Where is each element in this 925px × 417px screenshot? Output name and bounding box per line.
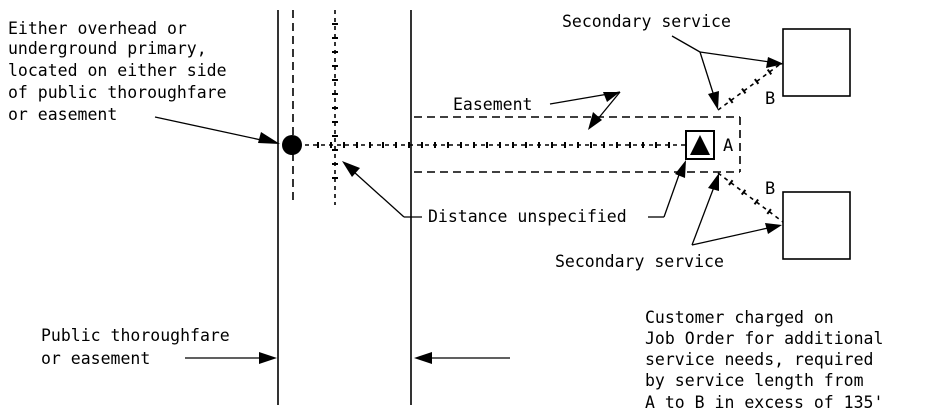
point-b-top-label: B bbox=[765, 89, 775, 109]
tick-mark bbox=[753, 198, 759, 205]
secondary-service-top-label: Secondary service bbox=[562, 12, 731, 31]
primary-label-line: underground primary, bbox=[8, 39, 207, 58]
tick-mark bbox=[766, 68, 773, 75]
tick-mark bbox=[766, 208, 772, 215]
service-line bbox=[305, 142, 686, 148]
customer-building-top bbox=[782, 28, 851, 97]
thoroughfare-arrows bbox=[185, 352, 510, 364]
secondary-top-leaders bbox=[671, 35, 784, 110]
primary-label: Either overhead or underground primary, … bbox=[8, 19, 227, 124]
tick-mark bbox=[728, 97, 734, 104]
primary-leader-arrow bbox=[154, 116, 280, 144]
easement-leader-arrows bbox=[549, 91, 621, 130]
customer-note-line: Job Order for additional bbox=[645, 329, 883, 348]
primary-label-line: of public thoroughfare bbox=[8, 83, 227, 102]
primary-label-line: Either overhead or bbox=[8, 19, 187, 38]
thoroughfare-label: Public thoroughfare or easement bbox=[41, 326, 230, 368]
easement-label: Easement bbox=[453, 95, 532, 114]
primary-label-line: located on either side bbox=[8, 61, 227, 80]
dotted-vertical-line bbox=[332, 10, 338, 205]
tick-mark bbox=[728, 179, 734, 186]
secondary-line-top bbox=[717, 61, 784, 111]
customer-building-bottom bbox=[782, 191, 851, 260]
thoroughfare-label-line: Public thoroughfare bbox=[41, 326, 230, 345]
secondary-service-bottom-label: Secondary service bbox=[555, 252, 724, 271]
point-b-bottom-label: B bbox=[765, 179, 775, 199]
thoroughfare-label-line: or easement bbox=[41, 349, 150, 368]
distance-unspecified-label: Distance unspecified bbox=[428, 207, 627, 226]
tick-mark bbox=[741, 87, 747, 94]
primary-label-line: or easement bbox=[8, 105, 117, 124]
customer-note: Customer charged on Job Order for additi… bbox=[645, 308, 883, 412]
point-a-label: A bbox=[723, 136, 733, 156]
customer-note-line: A to B in excess of 135' bbox=[645, 393, 883, 412]
distance-leader-arrows bbox=[342, 160, 686, 218]
primary-pole-symbol bbox=[282, 135, 302, 155]
tick-mark bbox=[754, 78, 760, 85]
customer-note-line: service needs, required bbox=[645, 350, 873, 369]
tick-mark bbox=[740, 189, 747, 196]
secondary-bottom-leaders bbox=[691, 173, 782, 246]
customer-note-line: by service length from bbox=[645, 371, 864, 390]
secondary-line-bottom bbox=[717, 172, 784, 223]
transformer-icon bbox=[685, 130, 715, 160]
customer-note-line: Customer charged on bbox=[645, 308, 834, 327]
